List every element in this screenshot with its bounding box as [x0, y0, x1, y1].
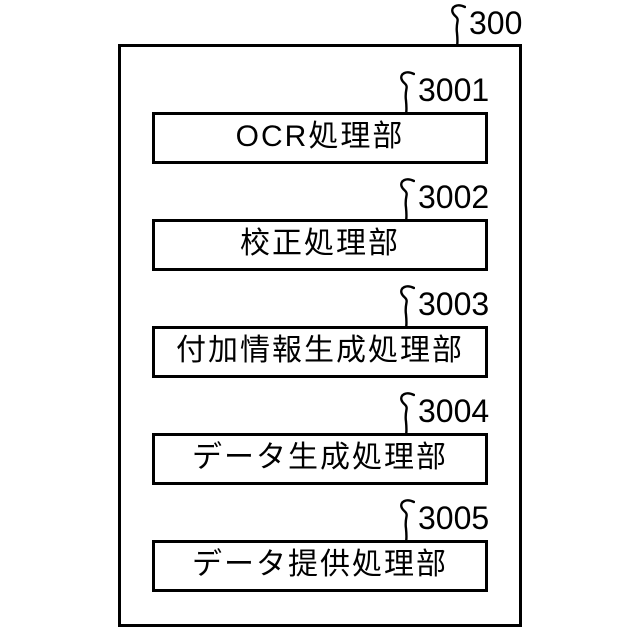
leader-squiggle-icon — [400, 178, 415, 219]
unit-box-label: データ提供処理部 — [192, 548, 448, 581]
unit-box-data-generation-processing: データ生成処理部 — [152, 433, 488, 485]
ref-label-3002: 3002 — [397, 178, 489, 219]
leader-squiggle-icon — [400, 392, 415, 433]
unit-box-proofreading-processing: 校正処理部 — [152, 219, 488, 271]
ref-label-300: 300 — [448, 4, 522, 44]
leader-squiggle-icon — [400, 499, 415, 540]
unit-box-data-provision-processing: データ提供処理部 — [152, 540, 488, 592]
ref-label-3004: 3004 — [397, 392, 489, 433]
ref-number: 3001 — [418, 72, 490, 108]
ref-number: 3005 — [418, 500, 490, 536]
leader-squiggle-icon — [400, 285, 415, 326]
ref-number: 3003 — [418, 286, 490, 322]
unit-box-label: 校正処理部 — [240, 227, 400, 260]
leader-squiggle-icon — [451, 4, 466, 44]
unit-box-additional-info-generation-processing: 付加情報生成処理部 — [152, 326, 488, 378]
leader-squiggle-icon — [400, 71, 415, 112]
ref-number: 3004 — [418, 393, 490, 429]
ref-label-3005: 3005 — [397, 499, 489, 540]
ref-number: 300 — [469, 5, 523, 41]
ref-label-3001: 3001 — [397, 71, 489, 112]
unit-box-label: OCR処理部 — [235, 120, 405, 153]
ref-number: 3002 — [418, 179, 490, 215]
unit-box-ocr-processing: OCR処理部 — [152, 112, 488, 164]
unit-box-label: データ生成処理部 — [192, 441, 448, 474]
outer-box-300 — [118, 44, 522, 627]
ref-label-3003: 3003 — [397, 285, 489, 326]
unit-box-label: 付加情報生成処理部 — [176, 334, 464, 367]
